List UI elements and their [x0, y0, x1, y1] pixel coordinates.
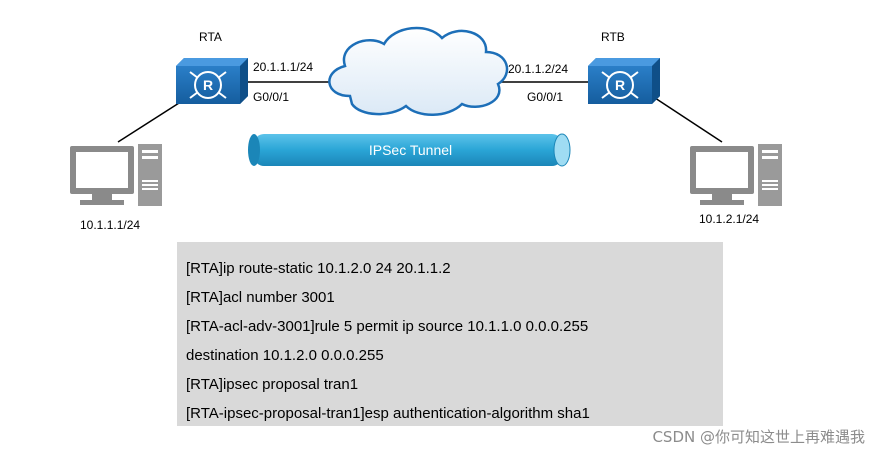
cli-line: [RTA]ip route-static 10.1.2.0 24 20.1.1.…	[186, 260, 451, 277]
watermark: CSDN @你可知这世上再难遇我	[652, 428, 865, 446]
left-host-ip: 10.1.1.1/24	[80, 218, 141, 232]
rtb-interface: G0/0/1	[527, 90, 564, 104]
rta-ip: 20.1.1.1/24	[253, 60, 314, 74]
right-host-ip: 10.1.2.1/24	[699, 212, 760, 226]
svg-text:R: R	[203, 77, 213, 93]
cli-line: [RTA-ipsec-proposal-tran1]esp authentica…	[186, 405, 590, 422]
rta-name: RTA	[199, 30, 222, 44]
cli-line: destination 10.1.2.0 0.0.0.255	[186, 347, 384, 364]
router-icon: R	[588, 58, 660, 104]
router-icon: R	[176, 58, 248, 104]
tunnel-label: IPSec Tunnel	[368, 142, 453, 158]
rta-interface: G0/0/1	[253, 90, 290, 104]
cloud-icon	[328, 26, 509, 116]
rtb-name: RTB	[601, 30, 625, 44]
svg-text:R: R	[615, 77, 625, 93]
link-rtb-host	[651, 95, 723, 143]
computer-icon	[690, 144, 782, 206]
cli-line: [RTA-acl-adv-3001]rule 5 permit ip sourc…	[186, 318, 589, 335]
cli-config-box: [RTA]ip route-static 10.1.2.0 24 20.1.1.…	[177, 242, 723, 426]
rtb-ip: 20.1.1.2/24	[508, 62, 569, 76]
tunnel-icon	[248, 133, 571, 167]
computer-icon	[70, 144, 162, 206]
cli-line: [RTA]ipsec proposal tran1	[186, 376, 359, 393]
cli-line: [RTA]acl number 3001	[186, 289, 335, 306]
